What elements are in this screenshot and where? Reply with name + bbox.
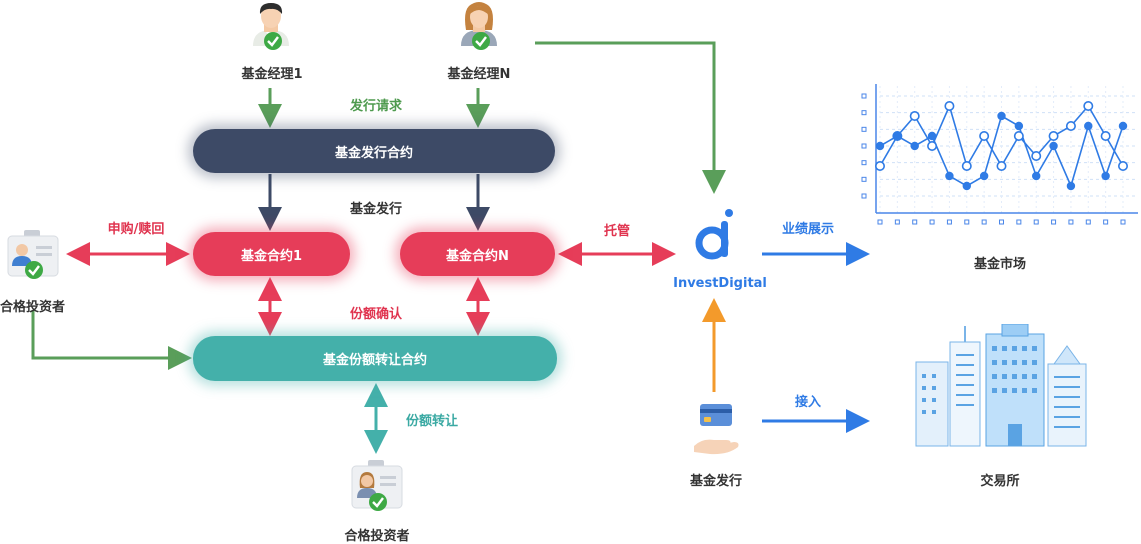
x-tick-mark bbox=[981, 219, 987, 225]
exchange-buildings-icon bbox=[915, 324, 1087, 447]
x-tick-mark bbox=[1016, 219, 1022, 225]
performance-label: 业绩展示 bbox=[781, 222, 835, 237]
filled-point bbox=[1049, 141, 1058, 151]
card-in-hand-icon bbox=[694, 404, 739, 455]
filled-point bbox=[875, 141, 885, 151]
x-tick-mark bbox=[877, 219, 883, 225]
arrow-investor-transfer bbox=[31, 310, 192, 370]
hollow-point bbox=[961, 161, 972, 172]
filled-point bbox=[1084, 121, 1093, 131]
x-tick-mark bbox=[946, 219, 952, 225]
x-tick-mark bbox=[1068, 219, 1074, 225]
y-tick-mark bbox=[861, 160, 867, 166]
hollow-point bbox=[979, 130, 990, 141]
x-tick-mark bbox=[964, 219, 970, 225]
investor-bottom-card-icon bbox=[351, 460, 403, 511]
y-tick-mark bbox=[861, 176, 867, 182]
hollow-point bbox=[1065, 120, 1076, 131]
market-chart bbox=[861, 84, 1138, 225]
exchange-label: 交易所 bbox=[980, 474, 1020, 489]
arrow-managerN-investdigital bbox=[535, 41, 726, 194]
y-tick-mark bbox=[861, 143, 867, 149]
y-tick-mark bbox=[861, 110, 867, 116]
filled-point bbox=[962, 181, 971, 191]
filled-point bbox=[1066, 181, 1076, 191]
hollow-point bbox=[1100, 130, 1111, 141]
access-label: 接入 bbox=[794, 395, 822, 410]
fund-issue-label: 基金发行 bbox=[349, 202, 403, 217]
hollow-point bbox=[874, 161, 885, 172]
fund-issue-bottom-label: 基金发行 bbox=[689, 474, 743, 489]
investor-left-card-icon bbox=[7, 230, 59, 279]
custody-label: 托管 bbox=[603, 224, 631, 239]
filled-point bbox=[1101, 171, 1110, 181]
share-confirm-label: 份额确认 bbox=[349, 307, 403, 322]
filled-point bbox=[1032, 171, 1041, 181]
filled-point bbox=[927, 131, 937, 141]
fund-contract-n: 基金合约N bbox=[400, 232, 555, 276]
filled-point bbox=[893, 131, 902, 141]
filled-point bbox=[910, 141, 919, 151]
x-tick-mark bbox=[929, 219, 935, 225]
hollow-point bbox=[927, 140, 938, 151]
fund-share-transfer-contract: 基金份额转让合约 bbox=[193, 336, 557, 381]
fund-issue-contract: 基金发行合约 bbox=[193, 129, 555, 173]
investor-left-label: 合格投资者 bbox=[0, 300, 66, 315]
market-label: 基金市场 bbox=[973, 257, 1027, 272]
y-tick-mark bbox=[861, 193, 867, 199]
hollow-point bbox=[1117, 161, 1128, 172]
brand-label: InvestDigital bbox=[673, 276, 767, 291]
x-tick-mark bbox=[1120, 219, 1126, 225]
x-tick-mark bbox=[1033, 219, 1039, 225]
filled-point bbox=[1118, 121, 1128, 131]
share-transfer-label: 份额转让 bbox=[406, 414, 459, 429]
managerN-label: 基金经理N bbox=[447, 67, 511, 82]
x-tick-mark bbox=[912, 219, 918, 225]
filled-point bbox=[945, 171, 954, 181]
hollow-point bbox=[1083, 100, 1094, 111]
y-tick-mark bbox=[861, 93, 867, 99]
x-tick-mark bbox=[1103, 219, 1109, 225]
x-tick-mark bbox=[999, 219, 1004, 225]
fund-contract-1: 基金合约1 bbox=[193, 232, 350, 276]
hollow-point bbox=[996, 161, 1007, 172]
filled-point bbox=[979, 171, 989, 181]
manager1-avatar-icon bbox=[253, 3, 289, 50]
hollow-point bbox=[909, 110, 920, 121]
issue-request-label: 发行请求 bbox=[349, 99, 403, 114]
investdigital-logo-icon bbox=[695, 209, 733, 260]
hollow-point bbox=[1013, 130, 1024, 141]
y-tick-mark bbox=[861, 126, 867, 132]
managerN-avatar-icon bbox=[461, 2, 497, 50]
hollow-point bbox=[1031, 151, 1042, 162]
x-tick-mark bbox=[1051, 219, 1057, 225]
filled-point bbox=[997, 111, 1006, 121]
manager1-label: 基金经理1 bbox=[241, 67, 303, 82]
subscribe-redeem-label: 申购/赎回 bbox=[107, 222, 165, 237]
investor-bottom-label: 合格投资者 bbox=[344, 529, 410, 544]
hollow-point bbox=[944, 100, 955, 111]
x-tick-mark bbox=[894, 219, 900, 225]
hollow-point bbox=[1048, 130, 1059, 141]
filled-point bbox=[1014, 121, 1024, 131]
x-tick-mark bbox=[1085, 219, 1091, 225]
